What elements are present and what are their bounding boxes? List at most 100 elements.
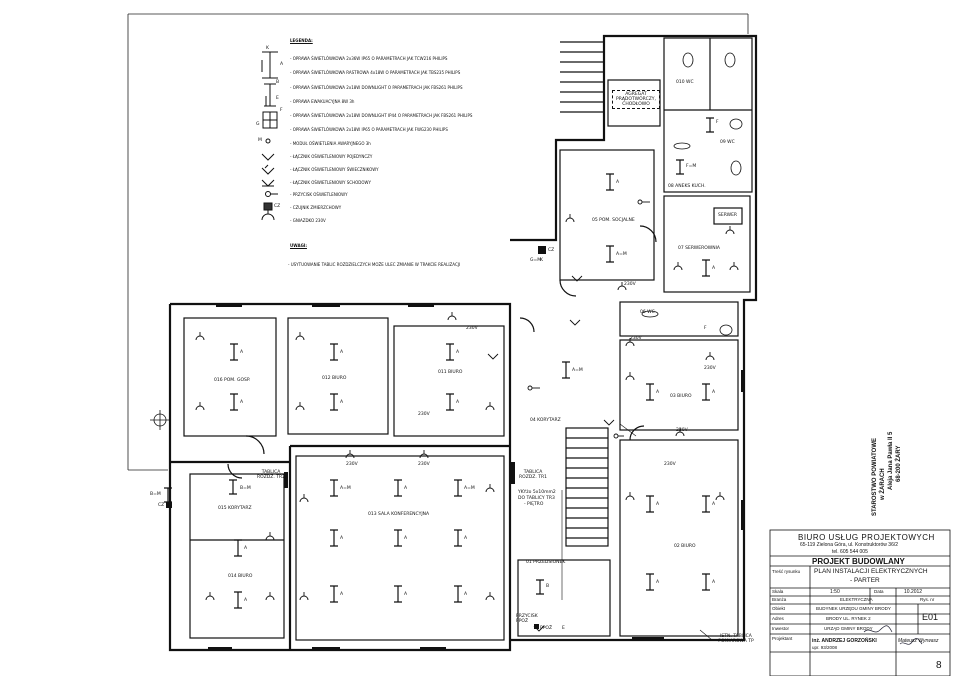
legend-item: - GNIAZDKO 230V: [290, 218, 326, 223]
fixture-tag: CZ: [158, 503, 165, 508]
fixture-tag: A: [456, 350, 460, 355]
fixture-tag: A: [240, 350, 244, 355]
room-label: 010 WC: [676, 80, 694, 85]
socket-voltage: 230V: [418, 412, 430, 417]
fixture-tag: A=M: [572, 368, 583, 373]
fixture-tag: A: [712, 502, 716, 507]
legend-item: - OPRAWA ŚWIETLÓWKOWA RASTROWA 4x18W O P…: [290, 70, 461, 75]
notes-text: - USYTUOWANIE TABLIC ROZDZIELCZYCH MOŻE …: [288, 262, 461, 267]
fixture-tag: A: [340, 350, 344, 355]
office-address: 65-119 Zielona Góra, ul. Konstruktorów 3…: [800, 542, 899, 548]
legend-letter: K: [266, 46, 269, 51]
room-label: 07 SERWEROWNIA: [678, 246, 720, 251]
sanitary-fixtures: [641, 52, 743, 336]
legend-sensor-code: CZ: [274, 204, 281, 209]
room-label: 05 POM. SOCJALNE: [592, 218, 635, 223]
fixture-tag: F=M: [686, 164, 697, 169]
fixture-tag: A=M: [464, 486, 475, 491]
fixture-tag: A: [656, 390, 660, 395]
socket-voltage: 230V: [664, 462, 676, 467]
distribution-boards: [166, 246, 546, 629]
fixture-tag: CZ: [548, 248, 555, 253]
address-value: BRODY UL. RYNEK 2: [826, 616, 871, 621]
fixture-tag: A: [712, 266, 716, 271]
fixture-tag: A: [244, 598, 248, 603]
fixture-tag: A: [240, 400, 244, 405]
title-block-signature: [863, 625, 923, 645]
fixture-tag: A: [404, 536, 408, 541]
socket-voltage: 230V: [676, 428, 688, 433]
room-label: 013 SALA KONFERENCYJNA: [368, 512, 430, 517]
fixture-tag: E: [562, 626, 565, 631]
board-tr2-label: TABLICA ROZDZ. TR2: [257, 470, 285, 480]
wire-destination: DO TABLICY TR3: [518, 496, 555, 501]
fixture-tag: B: [546, 584, 550, 589]
fixture-tag: A: [244, 546, 248, 551]
drawing-subtitle: - PARTER: [850, 577, 880, 584]
fixture-tag: A: [656, 580, 660, 585]
sheet-frame: [127, 13, 749, 471]
legend-item: - ŁĄCZNIK OŚWIETLENIOWY ŚWIECZNIKOWY: [290, 167, 379, 172]
fixture-tag: A: [404, 486, 408, 491]
office-phone: tel. 605 544 005: [832, 549, 868, 555]
socket-voltage: 230V: [418, 462, 430, 467]
wire-floor: - PIĘTRO: [524, 502, 544, 507]
room-label: 06 WC: [640, 310, 655, 315]
legend-item: - CZUJNIK ZMIERZCHOWY: [290, 205, 342, 210]
date-value: 10.2012: [904, 589, 923, 595]
interior-walls: [183, 37, 753, 641]
room-label: 016 POM. GOSP.: [214, 378, 251, 383]
object-label: Obiekt: [772, 606, 786, 611]
legend-letter: B: [276, 80, 280, 85]
room-label: 03 BIURO: [670, 394, 692, 399]
socket-voltage: 230V: [704, 366, 716, 371]
legend-letter: F: [280, 108, 283, 113]
fixture-tag: A: [712, 580, 716, 585]
designer-label: Projektant: [772, 636, 793, 641]
scale-value: 1:50: [830, 589, 840, 595]
notes-title: UWAGI:: [290, 243, 307, 248]
address-label: Adres: [772, 616, 784, 621]
fixture-tag: A: [616, 180, 620, 185]
room-label: 04 KORYTARZ: [530, 418, 561, 423]
wiring-lines: [561, 423, 713, 641]
legend-item: - OPRAWA ŚWIETLÓWKOWA 2x18W DOWNLIGHT IP…: [290, 113, 473, 118]
fixture-tag: B=M: [240, 486, 251, 491]
title-block-frame: [769, 529, 951, 676]
room-label: SERWER: [718, 213, 738, 218]
legend-item: - MODUŁ OŚWIETLENIA AWARYJNEGO 3h: [290, 141, 371, 146]
fixture-tag: A: [340, 400, 344, 405]
scale-label: Skala: [772, 589, 784, 594]
fixture-tag: A: [456, 400, 460, 405]
fire-code: PPOŻ: [540, 626, 553, 631]
legend-symbols: [261, 51, 278, 221]
socket-voltage: 230V: [630, 336, 642, 341]
stamp-line: 68-200 ŻARY: [896, 445, 902, 482]
fire-button-label: PRZYCISK PPOŻ: [516, 614, 538, 624]
fixture-tag: A=M: [616, 252, 627, 257]
wire-spec: YKYżo 5x10mm2: [518, 490, 556, 495]
fixture-tag: A: [712, 390, 716, 395]
stamp-line: Aleja Jana Pawła II 5: [888, 431, 894, 490]
designer-license: upr. 93/2008: [812, 645, 838, 650]
legend-item: - PRZYCISK OŚWIETLENIOWY: [290, 192, 348, 197]
legend-letter: E: [276, 96, 279, 101]
legend-title: LEGENDA:: [290, 38, 313, 43]
fixture-tag: K: [540, 258, 543, 263]
board-tp-label: ISTN. TABLICA POMIAROWA TP: [718, 634, 754, 644]
room-label: 015 KORYTARZ: [218, 506, 252, 511]
drawing-title: PLAN INSTALACJI ELEKTRYCZNYCH: [814, 568, 928, 575]
room-label: 014 BIURO: [228, 574, 253, 579]
legend-item: - OPRAWA ŚWIETLÓWKOWA 2x18W IP65 O PARAM…: [290, 127, 448, 132]
room-label: 012 BIURO: [322, 376, 347, 381]
fixture-tag: A: [464, 536, 468, 541]
socket-voltage: 230V: [346, 462, 358, 467]
object-value: BUDYNEK URZĘDU GMINY BRODY: [816, 606, 891, 611]
branch-label: Branża: [772, 597, 787, 602]
office-name: BIURO USŁUG PROJEKTOWYCH: [798, 533, 935, 542]
legend-item: - OPRAWA ŚWIETLÓWKOWA 2x36W IP65 O PARAM…: [290, 56, 448, 61]
fixture-tag: F: [704, 326, 707, 331]
fixture-tag: A: [340, 592, 344, 597]
investor-label: Inwestor: [772, 626, 790, 631]
